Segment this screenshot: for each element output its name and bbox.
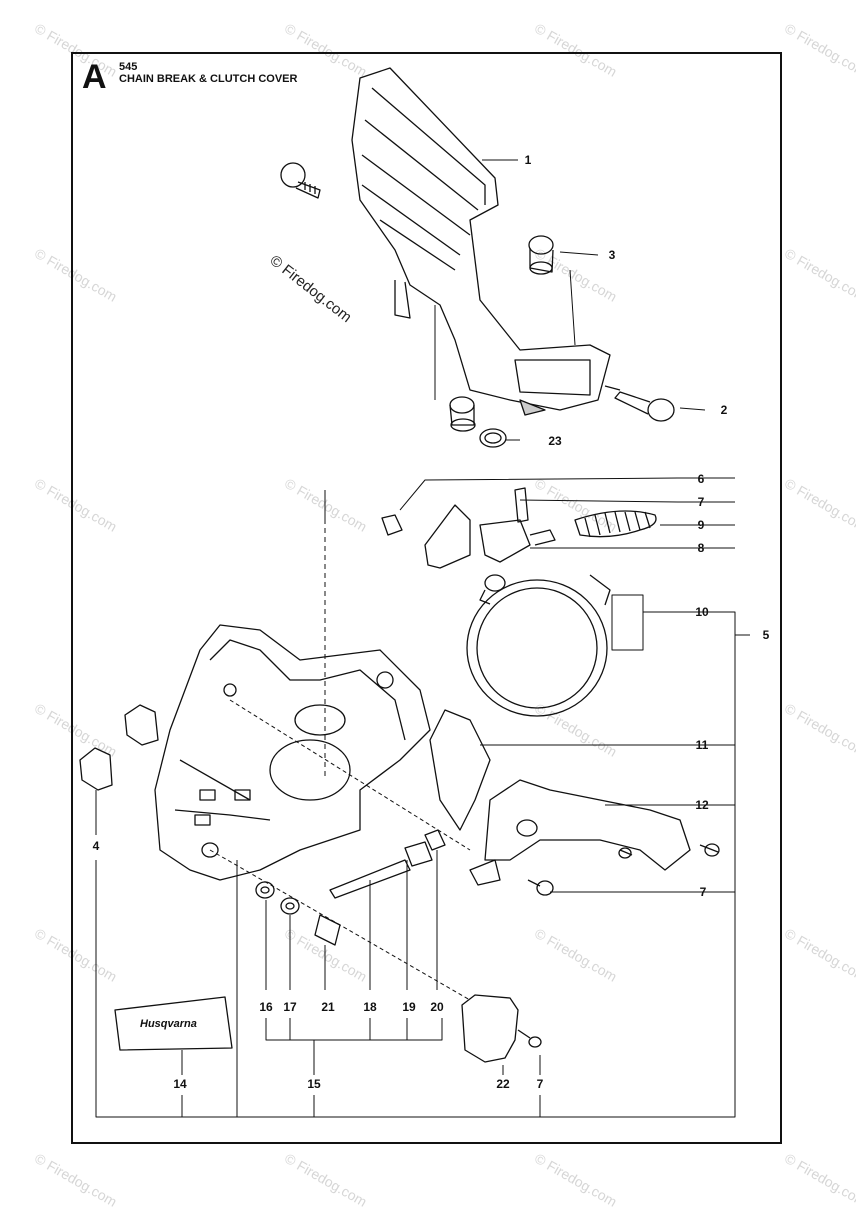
callout-20: 20 xyxy=(430,1000,444,1014)
callout-23: 23 xyxy=(548,434,562,448)
callout-18: 18 xyxy=(363,1000,377,1014)
callout-16: 16 xyxy=(259,1000,273,1014)
chain-brake-handle-part xyxy=(351,67,611,416)
callout-1: 1 xyxy=(524,153,532,167)
lever-part xyxy=(429,709,491,831)
callout-4: 4 xyxy=(92,839,100,853)
diagram-frame xyxy=(71,52,782,1144)
callout-7: 7 xyxy=(536,1077,544,1091)
leader-lines xyxy=(95,159,750,1118)
callout-2: 2 xyxy=(720,403,728,417)
brake-band-part xyxy=(466,574,611,717)
model-number: 545 xyxy=(119,61,138,73)
callout-22: 22 xyxy=(496,1077,510,1091)
callout-21: 21 xyxy=(321,1000,335,1014)
chain-catcher-part xyxy=(79,704,159,791)
callout-7: 7 xyxy=(697,495,705,509)
bolt-part xyxy=(604,385,675,422)
callout-17: 17 xyxy=(283,1000,297,1014)
callout-12: 12 xyxy=(695,798,709,812)
callout-6: 6 xyxy=(697,472,705,486)
callout-5: 5 xyxy=(762,628,770,642)
decal-part xyxy=(114,996,233,1051)
clutch-cover-part xyxy=(154,624,431,881)
screw-part xyxy=(280,162,321,199)
callout-19: 19 xyxy=(402,1000,416,1014)
screw-part xyxy=(527,879,554,896)
callout-8: 8 xyxy=(697,541,705,555)
callout-11: 11 xyxy=(695,738,709,752)
callout-3: 3 xyxy=(608,248,616,262)
spring-assembly-part xyxy=(381,487,657,569)
bushing-part xyxy=(528,235,554,275)
section-letter: A xyxy=(82,58,107,96)
callout-10: 10 xyxy=(695,605,709,619)
cover-plate-part xyxy=(461,994,542,1063)
pivot-bushing-part xyxy=(449,396,507,448)
callout-7: 7 xyxy=(699,885,707,899)
bar-guide-part xyxy=(469,779,720,886)
husqvarna-logo-text: Husqvarna xyxy=(140,1018,197,1030)
callout-15: 15 xyxy=(307,1077,321,1091)
callout-14: 14 xyxy=(173,1077,187,1091)
callout-9: 9 xyxy=(697,518,705,532)
diagram-title: CHAIN BREAK & CLUTCH COVER xyxy=(119,73,298,85)
